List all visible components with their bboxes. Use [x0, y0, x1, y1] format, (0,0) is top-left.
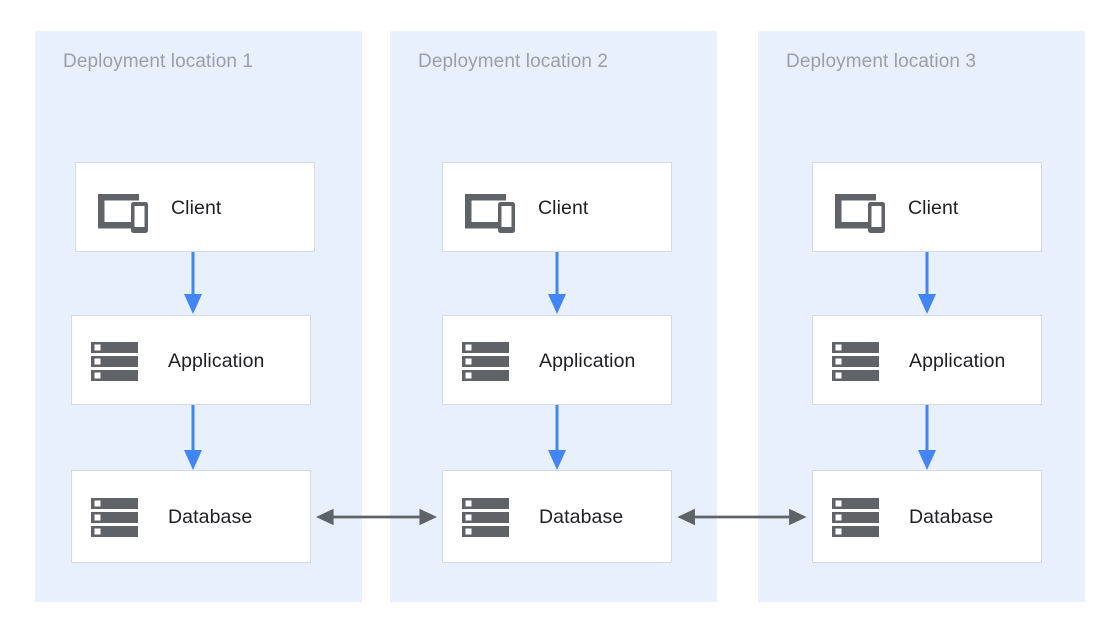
devices-icon [465, 194, 515, 233]
panel-title: Deployment location 3 [786, 51, 977, 72]
panel-title: Deployment location 1 [63, 51, 254, 72]
devices-icon [98, 194, 148, 233]
server-stack-icon [91, 498, 138, 537]
arrow-client-to-application-location-1 [184, 252, 202, 314]
server-stack-icon [91, 342, 138, 381]
arrow-client-to-application-location-2 [548, 252, 566, 314]
node-label: Database [168, 506, 253, 528]
node-label: Client [538, 197, 589, 219]
node-label: Application [909, 350, 1006, 372]
node-application-location-3[interactable]: Application [812, 315, 1042, 405]
node-label: Application [168, 350, 265, 372]
node-client-location-2[interactable]: Client [442, 162, 672, 252]
node-application-location-2[interactable]: Application [442, 315, 672, 405]
server-stack-icon [462, 342, 509, 381]
node-database-location-3[interactable]: Database [812, 470, 1042, 563]
server-stack-icon [462, 498, 509, 537]
arrow-database-2-to-database-3 [677, 508, 807, 526]
arrow-application-to-database-location-1 [184, 405, 202, 470]
node-label: Application [539, 350, 636, 372]
arrow-application-to-database-location-3 [918, 405, 936, 470]
node-client-location-3[interactable]: Client [812, 162, 1042, 252]
server-stack-icon [832, 342, 879, 381]
node-label: Client [171, 197, 222, 219]
server-stack-icon [832, 498, 879, 537]
node-application-location-1[interactable]: Application [71, 315, 311, 405]
node-label: Database [539, 506, 624, 528]
node-client-location-1[interactable]: Client [75, 162, 315, 252]
node-label: Database [909, 506, 994, 528]
diagram-title: Multi-location deployment architecture [0, 0, 1, 1]
panel-title: Deployment location 2 [418, 51, 609, 72]
node-database-location-2[interactable]: Database [442, 470, 672, 563]
node-database-location-1[interactable]: Database [71, 470, 311, 563]
node-label: Client [908, 197, 959, 219]
arrow-database-1-to-database-2 [316, 508, 437, 526]
arrow-application-to-database-location-2 [548, 405, 566, 470]
arrow-client-to-application-location-3 [918, 252, 936, 314]
devices-icon [835, 194, 885, 233]
